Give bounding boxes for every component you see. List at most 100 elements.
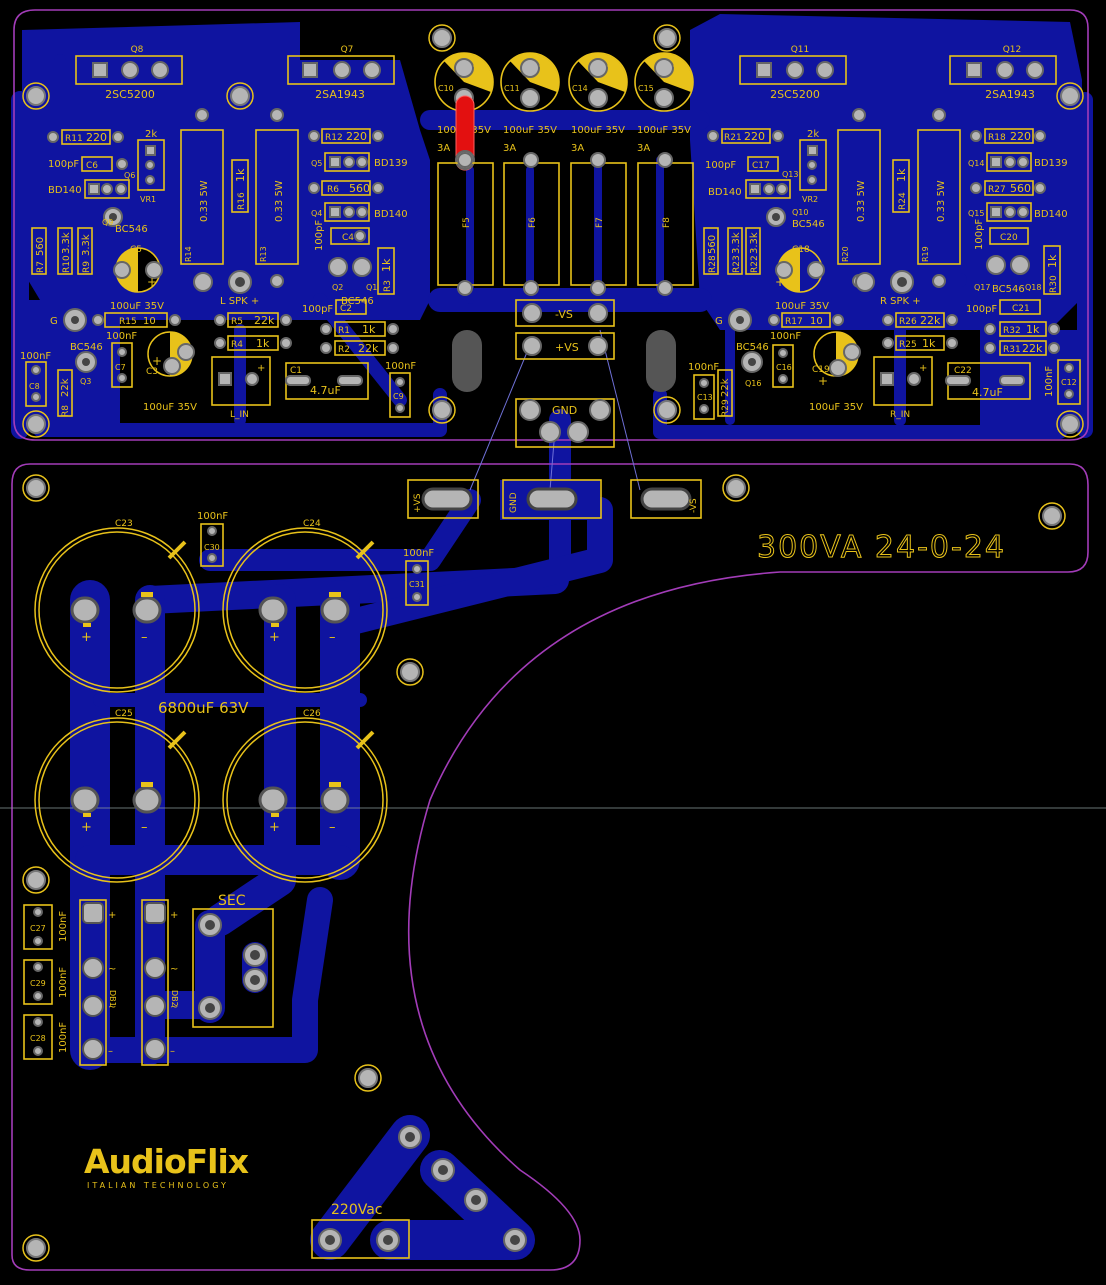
svg-text:C29: C29 [30,979,46,988]
svg-text:0.33 5W: 0.33 5W [936,180,947,222]
svg-text:C28: C28 [30,1034,46,1043]
svg-text:3A: 3A [437,143,450,154]
svg-text:C23: C23 [115,519,133,529]
svg-text:560: 560 [35,237,46,256]
svg-text:+: + [81,820,92,835]
board-outline [0,9,1106,1271]
svg-text:C18: C18 [792,245,810,255]
svg-text:4.7uF: 4.7uF [972,386,1003,399]
svg-text:R20: R20 [841,246,850,262]
svg-text:100uF 35V: 100uF 35V [110,301,164,312]
svg-text:Q8: Q8 [131,45,144,55]
svg-text:Q9: Q9 [102,218,113,227]
svg-text:C30: C30 [204,543,220,552]
svg-text:+: + [672,59,682,73]
bridge-rectifiers: +~~–DB1+~~–DB2 [79,899,179,1066]
svg-text:4.7uF: 4.7uF [310,384,341,397]
svg-text:+: + [606,59,616,73]
mounting-hole [653,24,681,52]
svg-text:100uF 35V: 100uF 35V [503,125,557,136]
svg-text:22k: 22k [60,378,71,397]
svg-text:3A: 3A [571,143,584,154]
svg-text:C13: C13 [697,393,713,402]
svg-text:100nF: 100nF [197,511,228,522]
svg-text:R14: R14 [184,246,193,262]
svg-text:DB2: DB2 [170,990,179,1007]
svg-text:R29: R29 [721,399,731,417]
left-channel: R11 220 100pF C6 BD140 Q6 2k VR1 Q9 BC54… [20,128,416,420]
svg-text:1k: 1k [895,168,908,182]
svg-text:R32: R32 [1003,326,1021,336]
mounting-hole [22,474,50,502]
svg-text:BC546: BC546 [792,219,825,230]
svg-text:Q2: Q2 [332,283,343,292]
right-channel: R21 220 100pF C17 BD140 Q13 2k VR2 Q10 B… [688,128,1081,420]
svg-text:~: ~ [170,964,178,975]
svg-text:Q15: Q15 [968,209,984,218]
svg-text:100uF 35V: 100uF 35V [809,402,863,413]
svg-text:Q7: Q7 [341,45,354,55]
svg-text:C24: C24 [303,519,321,529]
svg-text:L_IN: L_IN [230,410,249,420]
svg-text:R1: R1 [338,326,350,336]
svg-text:L SPK +: L SPK + [220,296,259,307]
svg-text:R18: R18 [988,133,1006,143]
svg-text:100uF 35V: 100uF 35V [571,125,625,136]
svg-text:100nF: 100nF [688,362,719,373]
svg-text:+: + [152,354,162,368]
mounting-hole [354,1064,382,1092]
svg-text:560: 560 [1010,182,1031,195]
svg-text:-VS: -VS [555,308,573,321]
mounting-hole [1038,502,1066,530]
svg-text:VR2: VR2 [802,195,818,204]
svg-text:Q14: Q14 [968,159,984,168]
svg-text:100nF: 100nF [385,361,416,372]
svg-text:+: + [775,275,785,289]
svg-text:0.33 5W: 0.33 5W [199,180,210,222]
svg-text:10: 10 [810,316,823,327]
svg-text:R24: R24 [898,192,908,210]
svg-text:1k: 1k [1046,254,1059,268]
svg-text:F6: F6 [528,217,538,228]
svg-text:1k: 1k [1026,323,1040,336]
svg-text:2SA1943: 2SA1943 [985,88,1035,101]
mounting-hole [22,1234,50,1262]
svg-text:100nF: 100nF [106,331,137,342]
svg-text:+: + [818,374,828,388]
mounting-hole [22,866,50,894]
svg-text:Q13: Q13 [782,170,798,179]
svg-text:100pF: 100pF [705,160,736,171]
mounting-hole [22,82,50,110]
svg-text:R3: R3 [383,280,393,292]
svg-text:+: + [919,363,927,374]
mounting-hole [396,658,424,686]
svg-text:~: ~ [170,1002,178,1013]
svg-text:100nF: 100nF [58,967,69,998]
svg-text:GND: GND [509,492,519,513]
svg-text:R30: R30 [1049,275,1059,293]
svg-text:+: + [538,59,548,73]
svg-text:C2: C2 [340,304,352,314]
svg-text:+: + [147,275,157,289]
svg-text:R19: R19 [921,246,930,262]
svg-text:C10: C10 [438,84,454,93]
svg-text:R8: R8 [61,405,71,417]
svg-text:R23: R23 [732,255,742,273]
svg-text:100pF: 100pF [302,304,333,315]
power-resistor: 0.33 5W R19 [917,108,961,288]
svg-text:BD140: BD140 [1034,209,1068,220]
psu-output-connectors: +VS GND -VS [407,479,702,519]
svg-text:100pF: 100pF [974,219,985,250]
mounting-hole [22,410,50,438]
svg-text:R31: R31 [1003,345,1021,355]
svg-text:C21: C21 [1012,304,1030,314]
fuse-holder: F5 [437,152,494,296]
svg-text:–: – [329,820,336,835]
svg-text:220: 220 [744,130,765,143]
svg-text:G: G [715,316,723,327]
svg-text:F7: F7 [595,217,605,228]
